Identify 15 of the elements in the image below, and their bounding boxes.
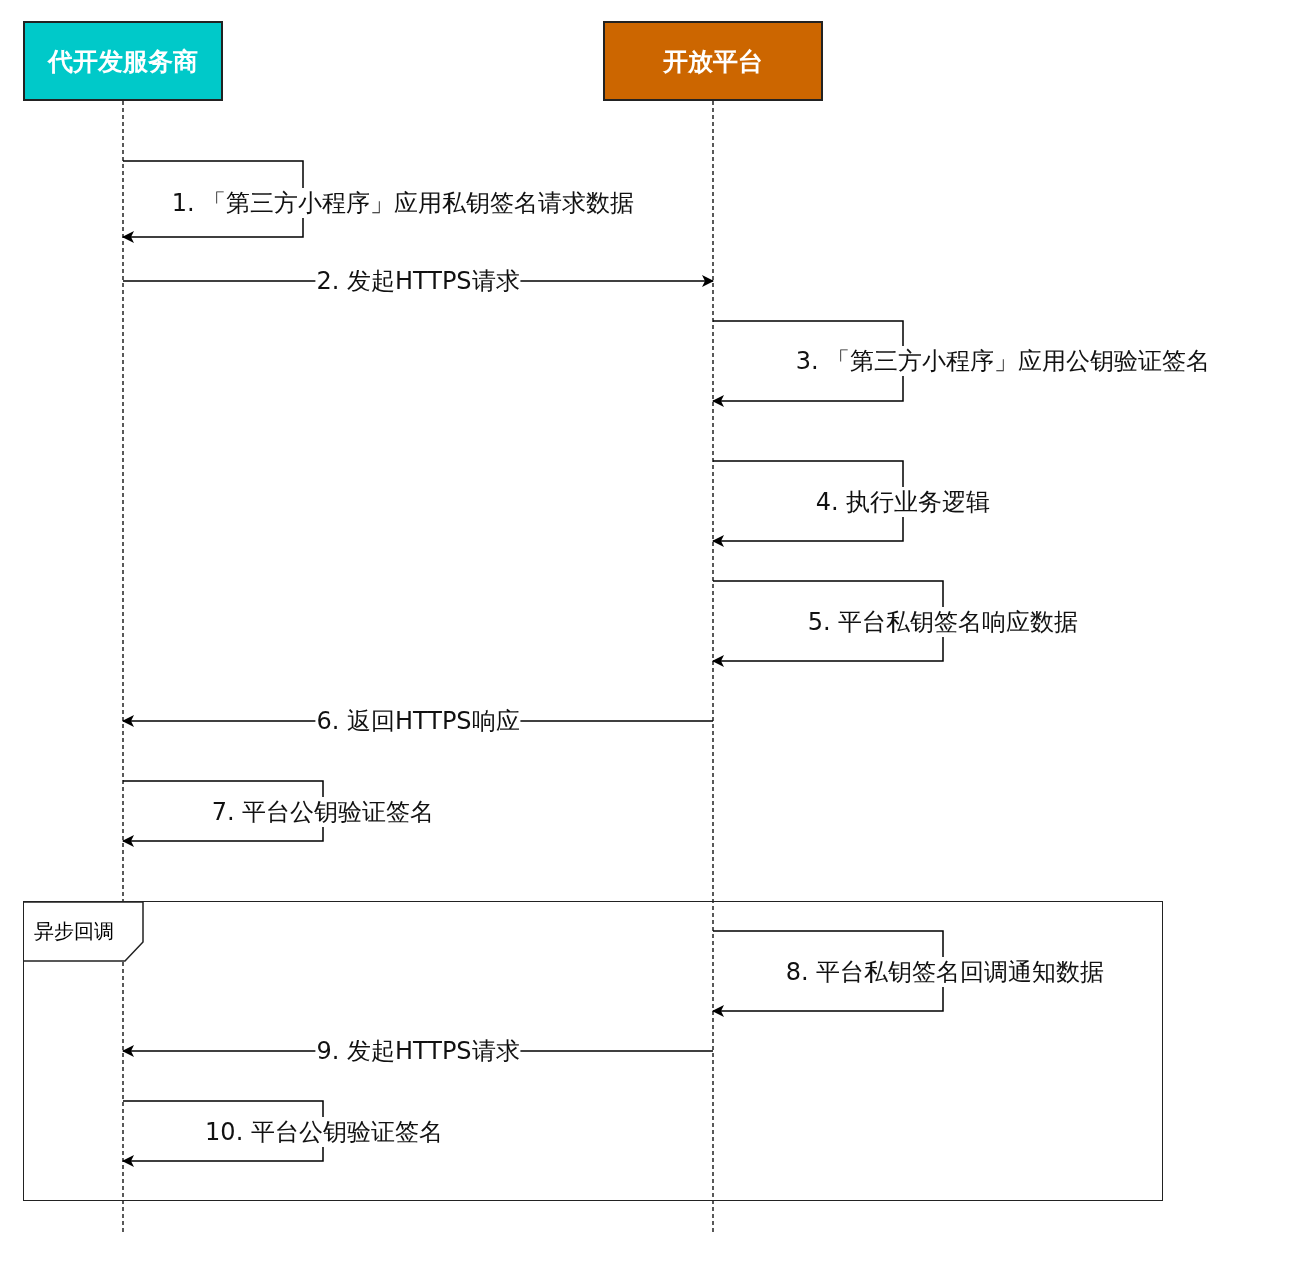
message-arrow [712,460,904,547]
message-arrow [122,1100,324,1167]
message-arrow [712,930,944,1017]
message-arrow [122,780,324,847]
message-arrow [712,580,944,667]
message-label: 8. 平台私钥签名回调通知数据 [784,957,1106,987]
message-label: 9. 发起HTTPS请求 [315,1036,521,1066]
participant-box: 开放平台 [603,21,823,101]
message-label: 5. 平台私钥签名响应数据 [806,607,1080,637]
message-arrow [122,160,304,243]
fragment-tab: 异步回调 [24,902,144,962]
participant-box: 代开发服务商 [23,21,223,101]
message-label: 2. 发起HTTPS请求 [315,266,521,296]
message-arrow [712,320,904,407]
message-label: 4. 执行业务逻辑 [814,487,992,517]
